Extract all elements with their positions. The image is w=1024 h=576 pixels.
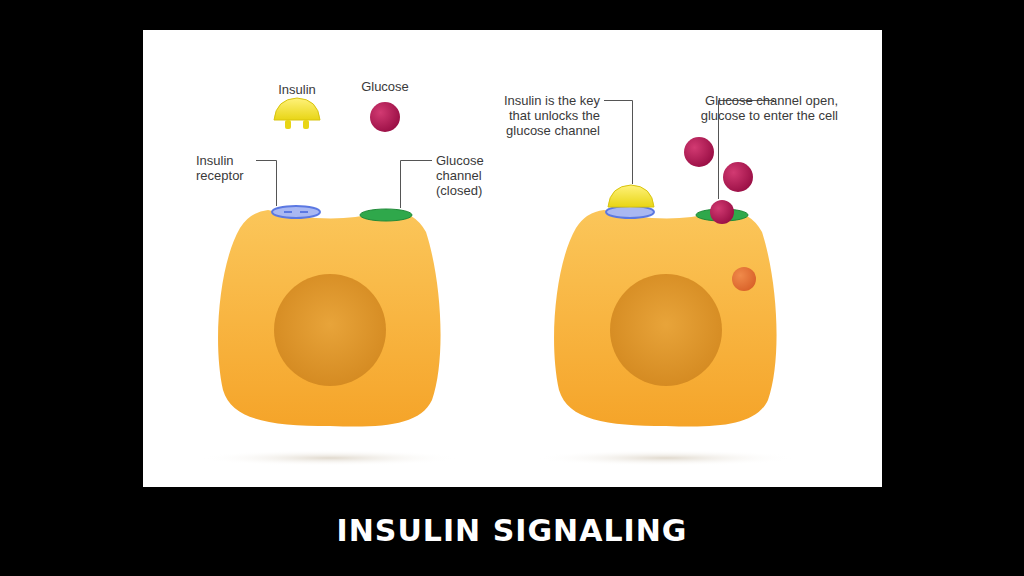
cell-shadow	[536, 450, 796, 466]
caption: INSULIN SIGNALING	[337, 513, 688, 548]
callout-label: Insulin receptor	[196, 153, 254, 183]
callout-label: Insulin is the key that unlocks the gluc…	[482, 93, 600, 138]
cell	[218, 206, 441, 427]
insulin-stem	[303, 120, 309, 129]
receptor-slot	[284, 211, 308, 213]
cell-body	[554, 210, 777, 427]
glucose-inside-cell	[732, 267, 756, 291]
leader-line	[604, 101, 633, 185]
glucose-molecule	[684, 137, 714, 167]
insulin-receptor	[606, 206, 654, 218]
panel	[143, 30, 882, 487]
callout-label: Glucose channel open, glucose to enter t…	[698, 93, 838, 123]
callout-label: Glucose channel (closed)	[436, 153, 498, 198]
molecule-label: Glucose	[345, 79, 425, 94]
cell-shadow	[200, 450, 460, 466]
insulin-icon	[274, 98, 320, 129]
glucose-molecule	[710, 200, 734, 224]
cell-body	[218, 210, 441, 427]
molecule-label: Insulin	[257, 82, 337, 97]
nucleus	[274, 274, 386, 386]
insulin-receptor	[272, 206, 320, 218]
glucose-channel	[360, 209, 412, 221]
nucleus	[610, 274, 722, 386]
cell	[554, 137, 777, 427]
leader-line	[401, 161, 433, 209]
insulin-stem	[285, 120, 291, 129]
glucose-molecule	[723, 162, 753, 192]
insulin-molecule	[608, 185, 654, 207]
insulin-molecule	[274, 98, 320, 120]
leader-line	[256, 161, 277, 207]
glucose-icon	[370, 102, 400, 132]
